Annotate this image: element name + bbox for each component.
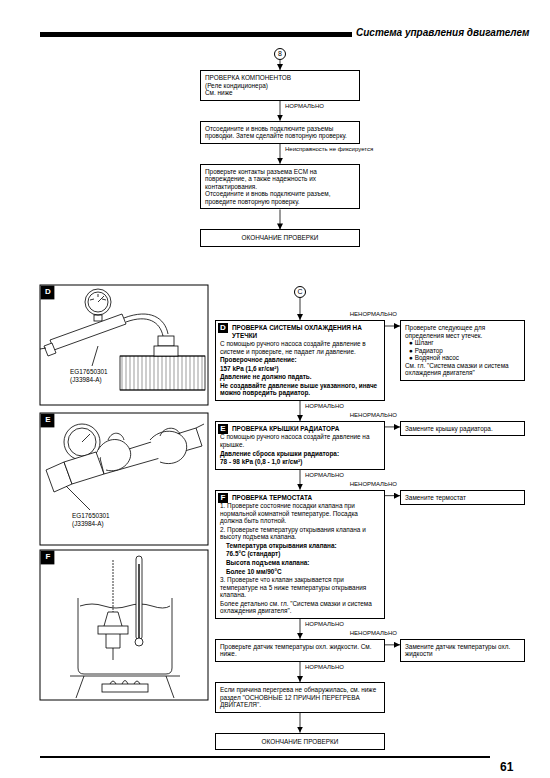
figure-letter: E [43, 415, 53, 425]
check-box: ПРОВЕРКА ТЕРМОСТАТА1. Проверьте состояни… [215, 490, 385, 619]
edge-label: НОРМАЛЬНО [304, 621, 345, 628]
action-box: Замените термостат [400, 490, 525, 506]
flow-arrow [385, 426, 400, 427]
step-badge: D [218, 323, 228, 333]
page-title: Система управления двигателем [356, 27, 529, 38]
node-text: Не создавайте давление выше указанного, … [220, 382, 380, 397]
header-rule [40, 32, 352, 37]
node-text: Проверочное давление: [220, 356, 380, 364]
node-text: 3. Проверьте что клапан закрывается при … [220, 576, 380, 599]
cap-tester-figure [40, 413, 208, 545]
edge-label: НОРМАЛЬНО [284, 103, 325, 110]
footer-rule [40, 756, 490, 758]
action-box: Проверьте следующее для определения мест… [400, 320, 525, 381]
flow-arrow [300, 470, 301, 490]
tool-number: EG17650301 (J33984-A) [70, 368, 132, 383]
flow-arrow [280, 60, 281, 70]
edge-label: НОРМАЛЬНО [304, 472, 345, 479]
edge-label: Неисправность не фиксируется [284, 146, 374, 153]
flow-arrow [280, 209, 281, 229]
flow-arrow [300, 713, 301, 733]
node-text: ПРОВЕРКА ТЕРМОСТАТА [220, 494, 380, 502]
step-badge: E [218, 424, 228, 434]
figure-letter: D [43, 287, 53, 297]
node-text: Более детально см. гл. "Система смазки и… [220, 600, 380, 615]
node-text: Высота подъема клапана: [220, 559, 380, 567]
node-text: (Реле кондиционера) [205, 82, 355, 90]
node-text: Отсоедините и вновь подключите разъемы п… [205, 125, 355, 140]
node-text: ● Водяной насос [405, 354, 520, 362]
node-text: ОКОНЧАНИЕ ПРОВЕРКИ [205, 234, 355, 242]
node-text: Если причина перегрева не обнаружилась, … [220, 686, 380, 709]
flow-arrow [385, 495, 400, 496]
node-text: 8 [275, 49, 285, 59]
flow-arrow [385, 326, 400, 327]
node-text: ПРОВЕРКА СИСТЕМЫ ОХЛАЖДЕНИЯ НА УТЕЧКИ [220, 324, 380, 339]
edge-label: НЕНОРМАЛЬНО [349, 481, 398, 488]
node-text: 157 kPa (1,6 кг/см²) [220, 365, 380, 373]
figure-letter: F [43, 552, 53, 562]
tool-number: EG17650301 (J33984-A) [72, 512, 134, 527]
check-box: ПРОВЕРКА КРЫШКИ РАДИАТОРАС помощью ручно… [215, 421, 385, 470]
node-text: С помощью ручного насоса создайте давлен… [220, 340, 380, 355]
node-text: ОКОНЧАНИЕ ПРОВЕРКИ [220, 738, 380, 746]
flow-arrow [300, 662, 301, 682]
flow-arrow [300, 619, 301, 639]
node-text: Проверьте контакты разъема ECM на повреж… [205, 168, 355, 191]
process-box: Проверьте датчик температуры охл. жидкос… [215, 639, 385, 662]
node-text: Давление не должно падать. [220, 373, 380, 381]
process-box: Отсоедините и вновь подключите разъемы п… [200, 121, 360, 144]
node-text: ПРОВЕРКА КРЫШКИ РАДИАТОРА [220, 425, 380, 433]
node-text: См. ниже [205, 89, 355, 97]
process-box: Проверьте контакты разъема ECM на повреж… [200, 164, 360, 210]
step-badge: F [218, 493, 228, 503]
thermostat-test-figure [40, 550, 208, 700]
node-text: Более 10 мм/90°C [220, 568, 380, 576]
connector-circle: C [294, 286, 306, 298]
node-text: Отсоедините и вновь подключите разъем, п… [205, 190, 355, 205]
edge-label: НОРМАЛЬНО [304, 403, 345, 410]
node-text: Замените датчик температуры охл. жидкост… [405, 643, 520, 658]
node-text: См. гл. "Система смазки и система охлажд… [405, 362, 520, 377]
action-box: Замените датчик температуры охл. жидкост… [400, 639, 525, 662]
edge-label: НЕНОРМАЛЬНО [349, 630, 398, 637]
flow-arrow [280, 101, 281, 121]
terminal-box: ОКОНЧАНИЕ ПРОВЕРКИ [215, 733, 385, 751]
node-text: F [218, 493, 228, 503]
node-text: Температура открывания клапана: [220, 542, 380, 550]
edge-label: НОРМАЛЬНО [304, 664, 345, 671]
flow-arrow [280, 144, 281, 164]
edge-label: НЕНОРМАЛЬНО [349, 311, 398, 318]
process-box: ПРОВЕРКА КОМПОНЕНТОВ(Реле кондиционера)С… [200, 70, 360, 101]
action-box: Замените крышку радиатора. [400, 421, 525, 437]
node-text: Проверьте следующее для определения мест… [405, 324, 520, 339]
node-text: ● Шланг [405, 339, 520, 347]
node-text: Проверьте датчик температуры охл. жидкос… [220, 643, 380, 658]
node-text: С помощью ручного насоса создайте давлен… [220, 433, 380, 448]
node-text: Давление сброса крышки радиатора: [220, 450, 380, 458]
page-number: 61 [500, 760, 530, 774]
node-text: ● Радиатор [405, 347, 520, 355]
pressure-tester-figure [40, 285, 208, 405]
flow-arrow [385, 644, 400, 645]
flow-arrow [300, 401, 301, 421]
terminal-box: ОКОНЧАНИЕ ПРОВЕРКИ [200, 229, 360, 247]
edge-label: НЕНОРМАЛЬНО [349, 412, 398, 419]
node-text: 76.5°C (стандарт) [220, 550, 380, 558]
node-text: 78 - 98 kPa (0,8 - 1,0 кг/см²) [220, 458, 380, 466]
connector-circle: 8 [274, 48, 286, 60]
node-text: 1. Проверьте состояние посадки клапана п… [220, 502, 380, 525]
check-box: ПРОВЕРКА СИСТЕМЫ ОХЛАЖДЕНИЯ НА УТЕЧКИС п… [215, 320, 385, 401]
node-text: Замените крышку радиатора. [405, 425, 520, 433]
flow-arrow [300, 298, 301, 320]
node-text: D [218, 323, 228, 333]
note-box: Если причина перегрева не обнаружилась, … [215, 682, 385, 713]
node-text: ПРОВЕРКА КОМПОНЕНТОВ [205, 74, 355, 82]
node-text: Замените термостат [405, 494, 520, 502]
node-text: 2. Проверьте температуру открывания клап… [220, 526, 380, 541]
node-text: E [218, 424, 228, 434]
node-text: C [295, 287, 305, 297]
